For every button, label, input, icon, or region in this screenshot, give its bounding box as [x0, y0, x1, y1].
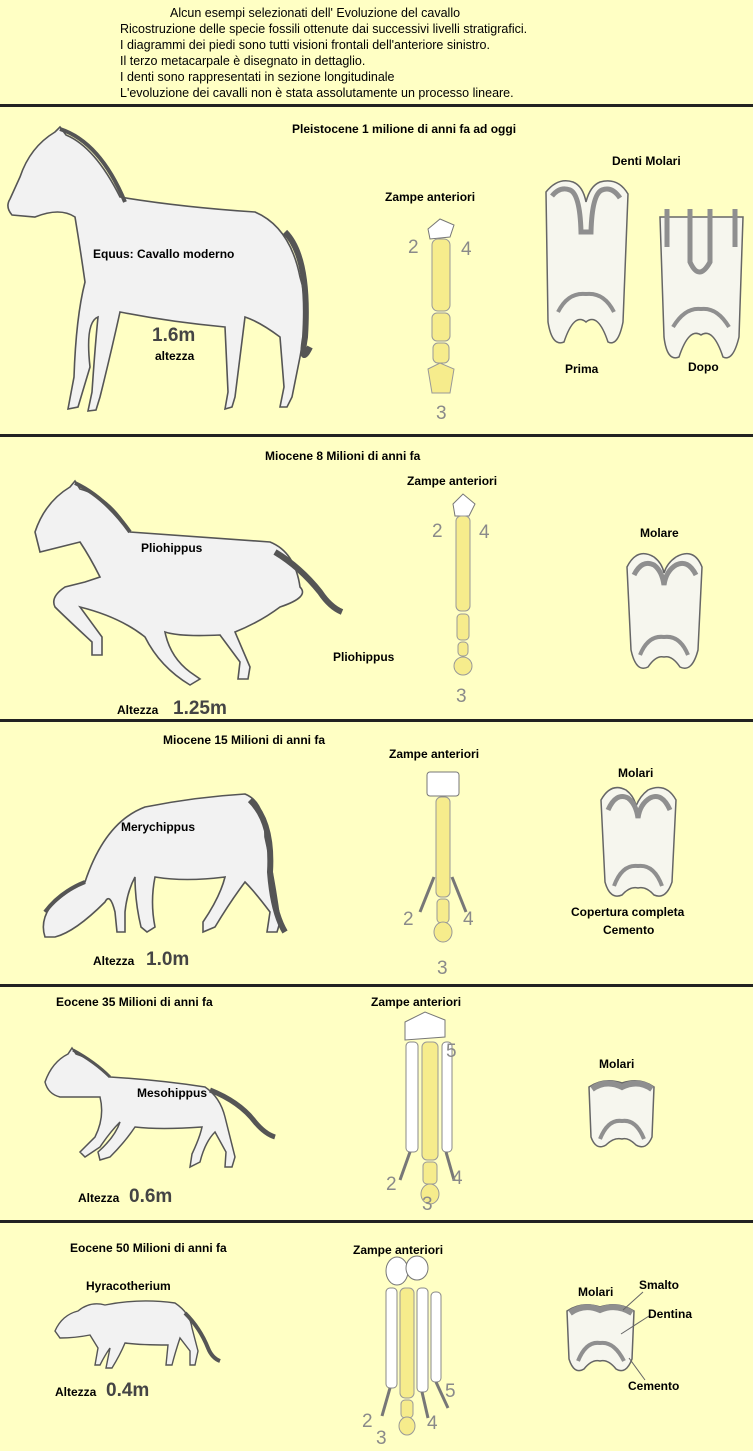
teeth-label: Molari [618, 766, 654, 780]
panel-pleistocene: Pleistocene 1 milione di anni fa ad oggi… [0, 107, 753, 434]
digit-label: 2 [386, 1174, 397, 1195]
molar-after-illustration [659, 209, 744, 359]
feet-label: Zampe anteriori [353, 1243, 444, 1257]
feet-label: Zampe anteriori [407, 474, 498, 488]
feet-label: Zampe anteriori [385, 190, 476, 204]
species-label: Hyracotherium [86, 1279, 171, 1293]
digit-label: 4 [427, 1413, 438, 1434]
height-value: 1.25m [173, 698, 227, 719]
tooth-part-label: Smalto [639, 1278, 680, 1292]
digit-label: 4 [452, 1168, 463, 1189]
digit-label: 5 [445, 1381, 456, 1402]
header-line-2: Ricostruzione delle specie fossili otten… [120, 22, 528, 36]
teeth-after-label: Dopo [688, 360, 719, 374]
period-label: Miocene 15 Milioni di anni fa [163, 733, 326, 747]
species-label-repeat: Pliohippus [333, 650, 395, 664]
species-label: Merychippus [121, 820, 196, 834]
period-label: Eocene 35 Milioni di anni fa [56, 995, 213, 1009]
species-label: Mesohippus [137, 1086, 208, 1100]
period-label: Eocene 50 Milioni di anni fa [70, 1241, 227, 1255]
digit-label: 3 [456, 686, 467, 707]
teeth-note: Cemento [603, 923, 655, 937]
height-label: Altezza [117, 703, 159, 717]
feet-label: Zampe anteriori [389, 747, 480, 761]
teeth-label: Denti Molari [612, 154, 681, 168]
divider [0, 1220, 753, 1223]
digit-label: 3 [376, 1428, 387, 1449]
header-line-5: I denti sono rappresentati in sezione lo… [120, 70, 395, 84]
digit-label: 2 [432, 521, 443, 542]
species-label: Equus: Cavallo moderno [93, 247, 235, 261]
panel-eocene-35: Eocene 35 Milioni di anni fa Mesohippus … [0, 987, 753, 1220]
horse-equus-illustration [7, 125, 313, 412]
header-line-6: L'evoluzione dei cavalli non è stata ass… [120, 86, 514, 100]
horse-hyracotherium-illustration [54, 1300, 221, 1369]
divider [0, 984, 753, 987]
teeth-label: Molare [640, 526, 679, 540]
foot-bones-hyracotherium [380, 1255, 450, 1436]
digit-label: 2 [408, 237, 419, 258]
teeth-note: Copertura completa [571, 905, 685, 919]
digit-label: 2 [403, 909, 414, 930]
period-label: Pleistocene 1 milione di anni fa ad oggi [292, 122, 517, 136]
molar-illustration [600, 786, 677, 897]
header-line-3: I diagrammi dei piedi sono tutti visioni… [120, 38, 490, 52]
digit-label: 3 [437, 958, 448, 979]
digit-label: 4 [461, 239, 472, 260]
panel-miocene-15: Miocene 15 Milioni di anni fa Merychippu… [0, 722, 753, 984]
teeth-label: Molari [578, 1285, 614, 1299]
feet-label: Zampe anteriori [371, 995, 462, 1009]
height-value: 1.6m [152, 325, 196, 346]
header-line-4: Il terzo metacarpale è disegnato in dett… [120, 54, 366, 68]
height-label: altezza [155, 349, 195, 363]
molar-before-illustration [545, 180, 629, 344]
divider [0, 719, 753, 722]
tooth-part-label: Dentina [648, 1307, 693, 1321]
divider [0, 104, 753, 107]
height-label: Altezza [55, 1385, 97, 1399]
foot-bones-equus [427, 218, 455, 394]
tooth-part-pointer-lines [620, 1291, 650, 1381]
header: Alcun esempi selezionati dell' Evoluzion… [0, 0, 753, 104]
tooth-part-label: Cemento [628, 1379, 680, 1393]
teeth-before-label: Prima [565, 362, 599, 376]
divider [0, 434, 753, 437]
molar-illustration [588, 1080, 655, 1148]
height-label: Altezza [93, 954, 135, 968]
panel-miocene-8: Miocene 8 Milioni di anni fa Pliohippus … [0, 437, 753, 719]
digit-label: 4 [479, 522, 490, 543]
horse-merychippus-illustration [42, 793, 288, 938]
digit-label: 4 [463, 909, 474, 930]
height-value: 0.4m [106, 1380, 150, 1401]
molar-illustration [626, 552, 703, 669]
foot-bones-pliohippus [452, 493, 476, 676]
teeth-label: Molari [599, 1057, 635, 1071]
panel-eocene-50: Eocene 50 Milioni di anni fa Hyracotheri… [0, 1223, 753, 1451]
digit-label: 5 [446, 1041, 457, 1062]
horse-mesohippus-illustration [44, 1046, 276, 1169]
foot-bones-mesohippus [398, 1011, 456, 1205]
period-label: Miocene 8 Milioni di anni fa [265, 449, 421, 463]
header-line-title: Alcun esempi selezionati dell' Evoluzion… [170, 6, 461, 20]
height-value: 0.6m [129, 1186, 173, 1207]
molar-illustration [566, 1304, 635, 1372]
digit-label: 2 [362, 1411, 373, 1432]
species-label: Pliohippus [141, 541, 203, 555]
digit-label: 3 [422, 1194, 433, 1215]
height-value: 1.0m [146, 949, 190, 970]
horse-pliohippus-illustration [34, 479, 344, 686]
digit-label: 3 [436, 403, 447, 424]
foot-bones-merychippus [418, 771, 468, 943]
height-label: Altezza [78, 1191, 120, 1205]
